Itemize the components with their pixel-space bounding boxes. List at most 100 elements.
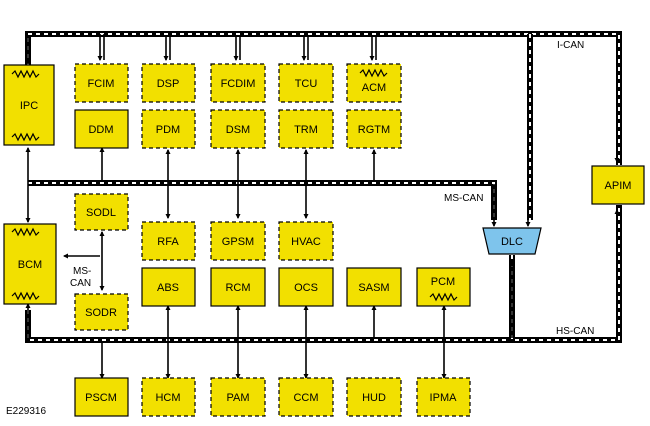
- rcm-box: [210, 267, 266, 307]
- module-abs: ABS: [141, 267, 196, 307]
- module-pdm: PDM: [141, 109, 196, 149]
- rgtm-label: RGTM: [358, 124, 390, 136]
- ocs-label: OCS: [294, 282, 318, 294]
- pcm-box: [416, 267, 471, 307]
- dlc-box: [482, 227, 542, 255]
- sasm-box: [346, 267, 402, 307]
- rcm-label: RCM: [225, 282, 250, 294]
- module-sasm: SASM: [346, 267, 402, 307]
- ms-can-label: MS-CAN: [444, 193, 483, 204]
- tcu-box: [278, 63, 334, 103]
- resistor-icon: [359, 68, 388, 78]
- ocs-box: [278, 267, 334, 307]
- ddm-label: DDM: [88, 124, 113, 136]
- hvac-label: HVAC: [291, 236, 321, 248]
- hcm-label: HCM: [155, 392, 180, 404]
- pcm-label: PCM: [431, 276, 455, 288]
- module-rfa: RFA: [141, 221, 196, 261]
- dsm-box: [210, 109, 266, 149]
- bcm-ms-can-label-line1: MS-: [73, 266, 91, 277]
- module-pam: PAM: [210, 377, 266, 417]
- hud-box: [346, 377, 402, 417]
- ddm-box: [74, 109, 129, 149]
- sodr-label: SODR: [85, 307, 117, 319]
- abs-label: ABS: [157, 282, 179, 294]
- module-apim: APIM: [591, 165, 645, 205]
- sasm-label: SASM: [358, 282, 389, 294]
- resistor-icon: [429, 292, 458, 302]
- hs-can-label: HS-CAN: [556, 326, 594, 337]
- module-ocs: OCS: [278, 267, 334, 307]
- trm-label: TRM: [294, 124, 318, 136]
- module-sodr: SODR: [74, 293, 129, 331]
- bcm-label: BCM: [18, 259, 42, 271]
- acm-box: [346, 63, 402, 103]
- apim-box: [591, 165, 645, 205]
- module-ipma: IPMA: [416, 377, 471, 417]
- sodr-box: [74, 293, 129, 331]
- module-dsm: DSM: [210, 109, 266, 149]
- module-dsp: DSP: [141, 63, 196, 103]
- module-ipc: IPC: [3, 64, 55, 146]
- rfa-label: RFA: [157, 236, 179, 248]
- module-trm: TRM: [278, 109, 334, 149]
- module-tcu: TCU: [278, 63, 334, 103]
- ccm-label: CCM: [293, 392, 318, 404]
- dsp-label: DSP: [157, 78, 180, 90]
- module-hud: HUD: [346, 377, 402, 417]
- module-fcdim: FCDIM: [210, 63, 266, 103]
- ipma-label: IPMA: [430, 392, 458, 404]
- ipc-label: IPC: [20, 100, 38, 112]
- hvac-box: [278, 221, 334, 261]
- dsm-label: DSM: [226, 124, 250, 136]
- module-ccm: CCM: [278, 377, 334, 417]
- resistor-icon: [11, 291, 40, 301]
- dlc-label: DLC: [501, 236, 523, 248]
- fcdim-box: [210, 63, 266, 103]
- module-rgtm: RGTM: [346, 109, 402, 149]
- apim-label: APIM: [605, 180, 632, 192]
- hcm-box: [141, 377, 196, 417]
- module-dlc: DLC: [482, 227, 542, 255]
- fcdim-label: FCDIM: [221, 78, 256, 90]
- module-fcim: FCIM: [74, 63, 129, 103]
- connectors: [25, 34, 620, 380]
- ipma-box: [416, 377, 471, 417]
- hud-label: HUD: [362, 392, 386, 404]
- dsp-box: [141, 63, 196, 103]
- ccm-box: [278, 377, 334, 417]
- pdm-label: PDM: [156, 124, 180, 136]
- module-sodl: SODL: [74, 193, 129, 231]
- resistor-icon: [11, 132, 40, 142]
- module-hvac: HVAC: [278, 221, 334, 261]
- gpsm-label: GPSM: [222, 236, 254, 248]
- module-pcm: PCM: [416, 267, 471, 307]
- pscm-box: [74, 377, 129, 417]
- rgtm-box: [346, 109, 402, 149]
- module-ddm: DDM: [74, 109, 129, 149]
- fcim-box: [74, 63, 129, 103]
- fcim-label: FCIM: [88, 78, 115, 90]
- pscm-label: PSCM: [85, 392, 117, 404]
- pam-box: [210, 377, 266, 417]
- bcm-ms-can-label-line2: CAN: [70, 278, 91, 289]
- sodl-box: [74, 193, 129, 231]
- sodl-label: SODL: [86, 207, 116, 219]
- resistor-icon: [11, 69, 40, 79]
- module-bcm: BCM: [3, 223, 57, 305]
- gpsm-box: [210, 221, 266, 261]
- ipc-box: [3, 64, 55, 146]
- trm-box: [278, 109, 334, 149]
- module-rcm: RCM: [210, 267, 266, 307]
- rfa-box: [141, 221, 196, 261]
- pdm-box: [141, 109, 196, 149]
- acm-label: ACM: [362, 82, 386, 94]
- i-can-label: I-CAN: [557, 40, 584, 51]
- module-acm: ACM: [346, 63, 402, 103]
- bcm-box: [3, 223, 57, 305]
- module-hcm: HCM: [141, 377, 196, 417]
- module-pscm: PSCM: [74, 377, 129, 417]
- figure-id: E229316: [6, 406, 46, 417]
- module-gpsm: GPSM: [210, 221, 266, 261]
